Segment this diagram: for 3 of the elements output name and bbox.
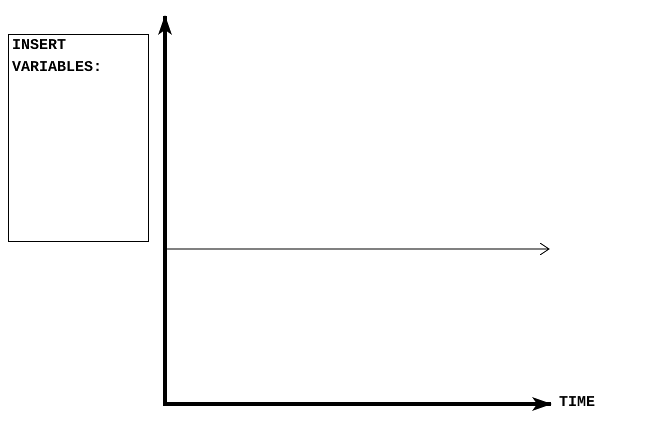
variables-box (8, 34, 149, 242)
axis-label: TIME (559, 394, 596, 411)
variables-heading: INSERT VARIABLES: (12, 36, 104, 78)
